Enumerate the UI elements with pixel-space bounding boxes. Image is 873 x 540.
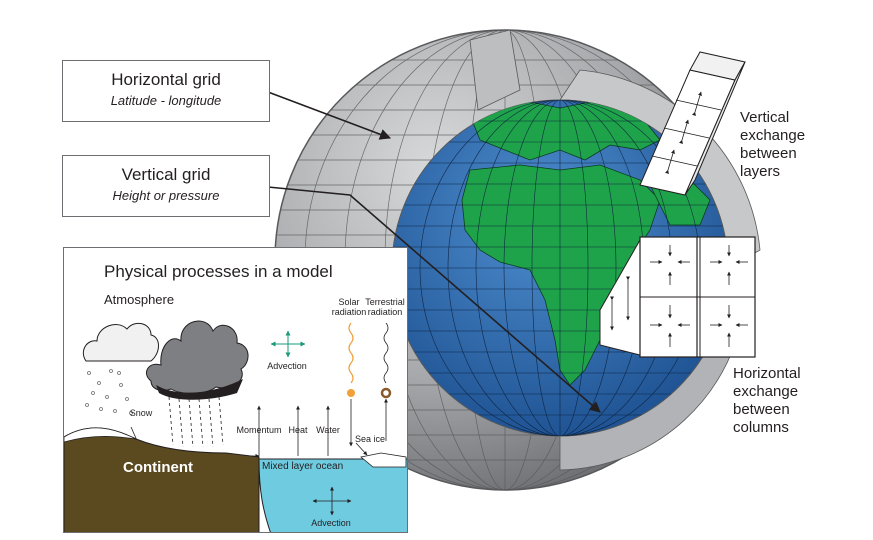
- mixed-layer-label: Mixed layer ocean: [262, 461, 344, 472]
- horizontal-exchange-line: Horizontal: [733, 365, 801, 382]
- advection-top-label: Advection: [267, 361, 307, 371]
- vertical-exchange-line: Vertical: [740, 109, 790, 126]
- vertical-exchange-line: layers: [740, 163, 781, 180]
- vertical-grid-subtitle: Height or pressure: [112, 188, 220, 203]
- solar-radiation-sun: [347, 389, 355, 397]
- africa-landmass: [461, 164, 661, 386]
- vertical-grid-title: Vertical grid: [121, 165, 211, 184]
- vertical-column: [639, 51, 746, 196]
- horizontal-grid-arrow: [267, 91, 392, 140]
- continent-land: [64, 427, 260, 532]
- horizontal-grid-subtitle: Latitude - longitude: [110, 93, 222, 108]
- advection-arrows-top: [270, 330, 306, 358]
- solar-radiation-label: Solar radiation: [327, 297, 371, 317]
- horizontal-grid-title: Horizontal grid: [111, 70, 221, 89]
- advection-bottom-label: Advection: [311, 518, 351, 528]
- horizontal-exchange-line: between: [733, 401, 790, 418]
- advection-arrows-bottom: [312, 486, 352, 516]
- horizontal-exchange-line: exchange: [733, 383, 799, 400]
- rain-icon: [168, 396, 224, 448]
- vertical-exchange-line: exchange: [740, 127, 806, 144]
- solar-radiation-wave: [348, 322, 354, 384]
- horizontal-grid-label-box: Horizontal grid Latitude - longitude: [62, 60, 270, 122]
- heat-label: Heat: [288, 425, 308, 435]
- solar-label-line: Solar: [338, 297, 360, 307]
- vertical-exchange-line: between: [740, 145, 797, 162]
- terrestrial-radiation-wave: [383, 322, 389, 384]
- snowfall-icon: [85, 369, 133, 415]
- horizontal-exchange-label: Horizontal exchange between columns: [733, 365, 801, 437]
- sea-ice: [360, 452, 407, 468]
- terrestrial-radiation-label: Terrestrial radiation: [360, 297, 410, 317]
- continent-label: Continent: [123, 459, 193, 476]
- vertical-exchange-label: Vertical exchange between layers: [740, 109, 805, 181]
- solar-label-line: radiation: [331, 307, 367, 317]
- momentum-label: Momentum: [236, 425, 282, 435]
- horizontal-block: [599, 236, 756, 358]
- terrestrial-label-line: Terrestrial: [365, 297, 405, 307]
- cloud-icon: [82, 322, 159, 362]
- atmosphere-label: Atmosphere: [104, 292, 175, 307]
- europe-landmass: [469, 100, 661, 161]
- snow-label: Snow: [129, 408, 153, 418]
- storm-cloud-icon: [146, 320, 249, 394]
- snow-cover: [64, 427, 137, 443]
- vertical-grid-label-box: Vertical grid Height or pressure: [62, 155, 270, 217]
- panel-title: Physical processes in a model: [104, 262, 333, 281]
- horizontal-exchange-line: columns: [733, 419, 789, 436]
- vertical-grid-arrow: [267, 186, 601, 413]
- physical-processes-panel: [63, 247, 408, 533]
- processes-illustration: [64, 320, 407, 532]
- terrestrial-label-line: radiation: [367, 307, 403, 317]
- sea-ice-label: Sea ice: [354, 434, 386, 444]
- terrestrial-radiation-source: [380, 387, 392, 399]
- water-label: Water: [316, 425, 340, 435]
- mixed-layer-ocean: [258, 458, 407, 532]
